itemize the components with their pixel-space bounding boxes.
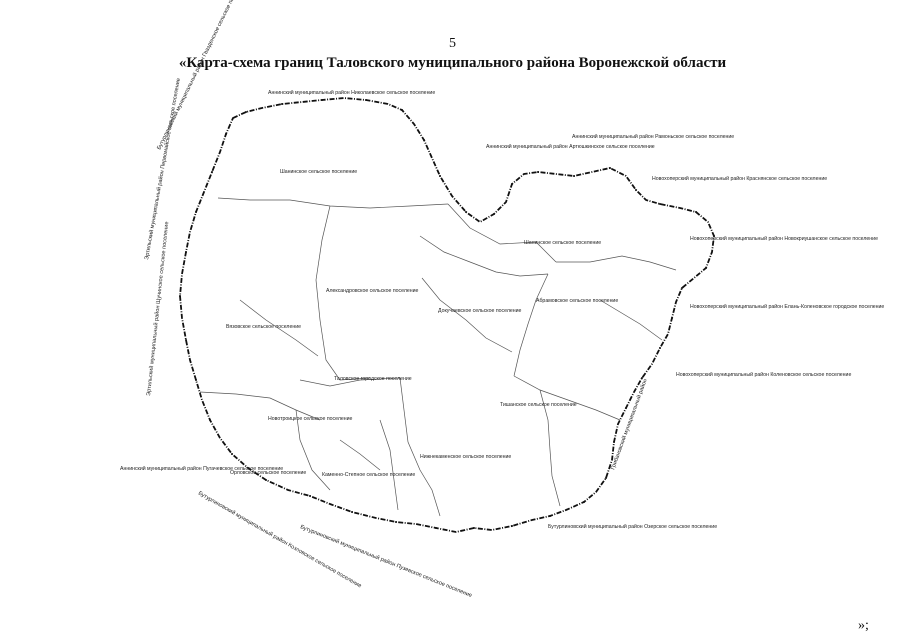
neighbor-label: Аннинский муниципальный район Артюшкинск… xyxy=(486,143,655,150)
settlement-label: Александровское сельское поселение xyxy=(326,288,419,294)
settlement-label: Шанинское сельское поселение xyxy=(280,169,357,175)
neighbor-label: Новохоперский муниципальный район Красня… xyxy=(652,175,827,182)
settlement-label: Вязовское сельское поселение xyxy=(226,324,301,330)
neighbor-labels: Аннинский муниципальный район Николаевск… xyxy=(120,0,884,599)
district-outer-boundary xyxy=(179,97,715,533)
map-title: «Карта-схема границ Таловского муниципал… xyxy=(178,55,727,71)
neighbor-label: Аннинский муниципальный район Рамоньское… xyxy=(572,133,734,140)
neighbor-label: Новохоперский муниципальный район Новокр… xyxy=(690,235,878,242)
settlement-label: Орловское сельское поселение xyxy=(230,470,306,476)
settlement-label: Новотроицкое сельское поселение xyxy=(268,416,352,422)
settlement-label: Абрамовское сельское поселение xyxy=(536,298,618,304)
neighbor-label: Бутурлиновский муниципальный район Пузев… xyxy=(299,523,473,599)
closing-mark: »; xyxy=(858,618,869,633)
neighbor-label: Новохоперский муниципальный район Колено… xyxy=(676,371,851,378)
settlement-labels: Шанинское сельское поселение Александров… xyxy=(226,169,618,478)
page-number: 5 xyxy=(449,36,456,51)
settlement-boundaries xyxy=(199,197,677,517)
settlement-label: Докучаевское сельское поселение xyxy=(438,308,522,314)
boundary-point-markers xyxy=(179,99,715,529)
settlement-label: Каменно-Степное сельское поселение xyxy=(322,472,415,478)
neighbor-label: Аннинский муниципальный район Николаевск… xyxy=(268,89,435,96)
settlement-label: Таловское городское поселение xyxy=(334,376,412,382)
neighbor-label: Аннинский муниципальный район Пугачевско… xyxy=(120,465,283,472)
neighbor-label: Новохоперский муниципальный район Елань-… xyxy=(690,303,884,310)
settlement-label: Нижнекаменское сельское поселение xyxy=(420,454,511,460)
neighbor-label: Бутурлиновский муниципальный район Озерс… xyxy=(548,523,717,530)
neighbor-label: Грибановский муниципальный район xyxy=(609,378,648,471)
settlement-label: Тишанское сельское поселение xyxy=(500,402,577,408)
settlement-label: Шанинское сельское поселение xyxy=(524,240,601,246)
